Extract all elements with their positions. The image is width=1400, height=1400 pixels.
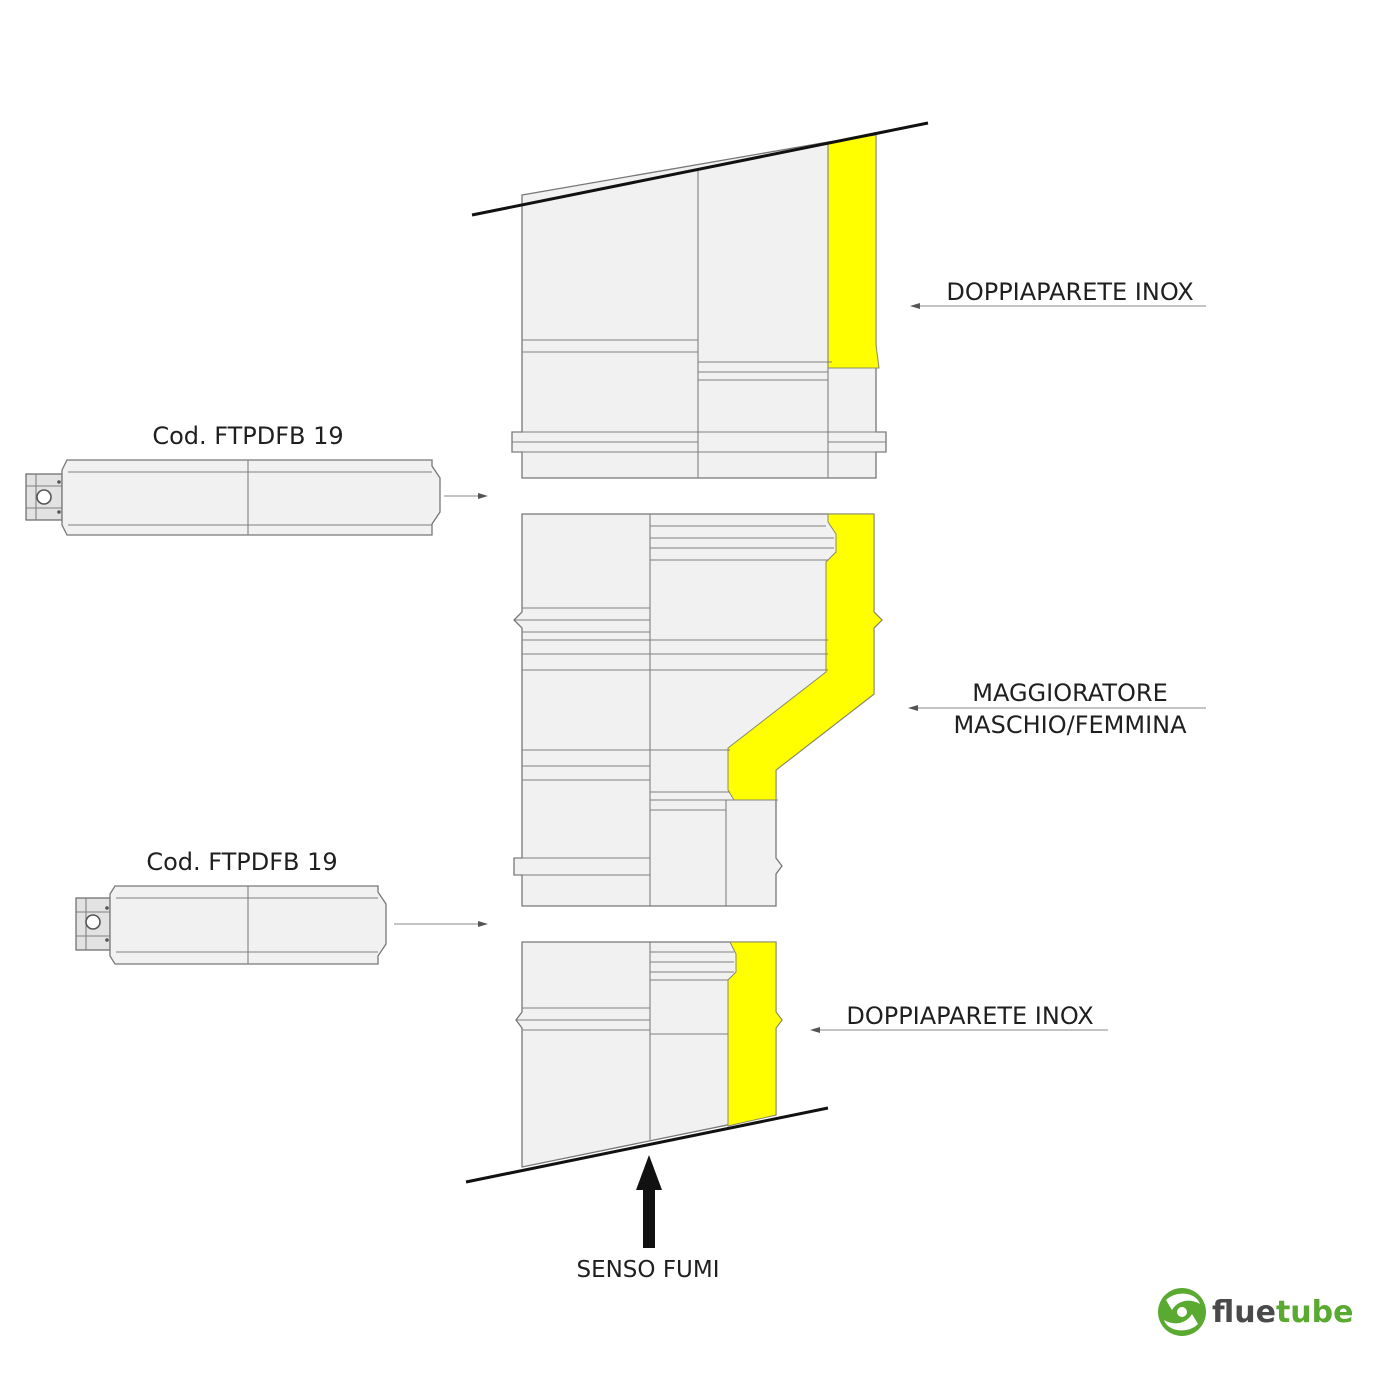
leader-line-middle [908,705,1206,711]
brand-part1: flue [1212,1295,1276,1330]
label-middle-section-line1: MAGGIORATORE [972,679,1168,707]
clamp-bottom-screw-icon [85,914,101,930]
label-middle-section-line2: MASCHIO/FEMMINA [953,711,1187,739]
label-clamp-top: Cod. FTPDFB 19 [152,422,343,450]
fluetube-logo-text: fluetube [1212,1295,1353,1330]
bottom-double-wall-pipe [515,941,783,1168]
clamp-top [25,459,441,536]
bottom-insulation-layer [727,941,783,1127]
clamp-top-screw-icon [36,489,52,505]
fluetube-logo-icon [1158,1288,1206,1336]
bottom-cut-line [465,1106,829,1184]
top-cut-line [471,121,929,217]
middle-increaser-fitting [513,513,883,907]
brand-part2: tube [1276,1295,1354,1330]
label-clamp-bottom: Cod. FTPDFB 19 [146,848,337,876]
clamp-bottom-arrow [394,921,488,927]
flow-direction-arrow [636,1155,662,1248]
top-double-wall-pipe [511,134,887,479]
leader-line-bottom [810,1027,1108,1033]
top-insulation-layer [827,134,880,369]
label-bottom-section: DOPPIAPARETE INOX [846,1002,1093,1030]
leader-line-top [910,303,1206,309]
fluetube-logo: fluetube [1158,1288,1353,1336]
clamp-bottom [75,885,387,965]
clamp-top-arrow [444,493,488,499]
label-top-section: DOPPIAPARETE INOX [946,278,1193,306]
label-flow-direction: SENSO FUMI [576,1257,719,1283]
